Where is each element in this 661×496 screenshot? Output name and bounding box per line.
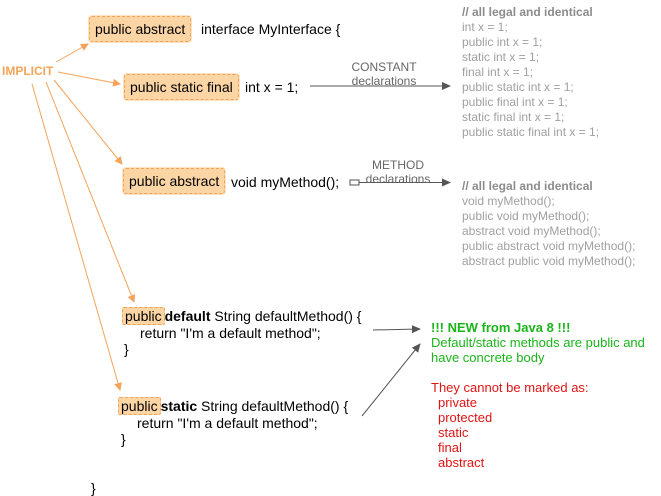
method-equivalent-line: abstract void myMethod(); [462,224,601,238]
implicit-arrow-static [31,83,122,391]
constant-modifier-highlight: public static final [124,74,239,100]
method-declaration: void myMethod(); [231,174,340,190]
implicit-arrow-interface [55,43,89,63]
static-method-modifier-highlight: public [118,397,161,415]
method-arrow-tail [349,179,360,186]
method-equivalents-title: // all legal and identical [462,179,593,193]
interface-declaration: interface MyInterface { [201,21,341,37]
constant-equivalent-line: final int x = 1; [462,65,534,79]
constant-arrow-label-line1: CONSTANT [351,60,417,74]
interface-modifier-highlight: public abstract [89,16,192,42]
static-method-arrow [361,343,421,417]
constant-arrow-label: CONSTANT declarations [346,60,422,88]
default-method-modifier-highlight: public [122,307,165,325]
constant-equivalent-line: public int x = 1; [462,35,543,49]
default-method-body: return "I'm a default method"; [140,325,321,341]
java8-note-desc-line1: Default/static methods are public and [431,335,645,350]
implicit-arrow-method [53,79,123,165]
cannot-item: static [438,425,469,440]
constant-equivalent-line: int x = 1; [462,20,508,34]
implicit-arrow-default [45,81,136,303]
constant-equivalent-line: public static final int x = 1; [462,125,600,139]
static-method-signature: String defaultMethod() { [197,398,349,414]
constant-equivalent-line: public static int x = 1; [462,80,574,94]
static-method-body: return "I'm a default method"; [137,415,318,431]
method-equivalent-line: public void myMethod(); [462,209,590,223]
implicit-arrow-constant [57,71,121,87]
java8-note-title: !!! NEW from Java 8 !!! [431,320,571,335]
cannot-title: They cannot be marked as: [431,380,589,395]
method-equivalent-line: abstract public void myMethod(); [462,254,636,268]
method-arrow-label: METHOD declarations [360,158,436,186]
default-method-closing: } [124,341,129,357]
java8-note: !!! NEW from Java 8 !!! Default/static m… [431,320,645,470]
method-equivalent-line: void myMethod(); [462,194,555,208]
java8-note-desc-line2: have concrete body [431,350,545,365]
constant-equivalents: // all legal and identical int x = 1; pu… [462,5,599,140]
constant-equivalent-line: static final int x = 1; [462,110,565,124]
method-arrow-label-line2: declarations [365,172,431,186]
static-method-closing: } [121,431,126,447]
constant-equivalent-line: public final int x = 1; [462,95,568,109]
method-arrow-label-line1: METHOD [372,158,424,172]
constant-equivalents-title: // all legal and identical [462,5,593,19]
cannot-item: final [438,440,462,455]
static-keyword: static [160,398,198,414]
constant-equivalent-line: static int x = 1; [462,50,540,64]
method-modifier-highlight: public abstract [123,168,226,194]
default-method-arrow [372,325,421,334]
cannot-item: private [438,395,478,410]
cannot-item: abstract [438,455,485,470]
method-equivalent-line: public abstract void myMethod(); [462,239,636,253]
default-method-signature: String defaultMethod() { [210,308,362,324]
constant-arrow-label-line2: declarations [351,74,417,88]
method-equivalents: // all legal and identical void myMethod… [462,179,635,269]
constant-declaration: int x = 1; [245,79,299,95]
interface-closing-brace: } [91,480,96,496]
default-keyword: default [164,308,211,324]
implicit-label: IMPLICIT [2,64,54,78]
cannot-item: protected [438,410,493,425]
